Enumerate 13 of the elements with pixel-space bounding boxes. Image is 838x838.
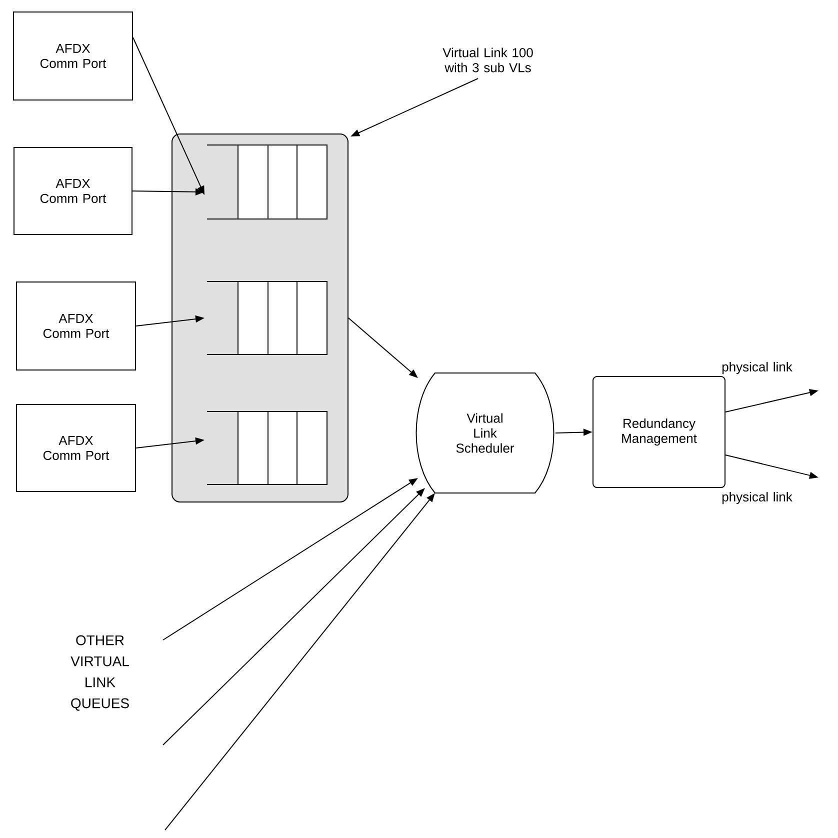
management-box: Redundancy Management [592, 376, 726, 488]
callout-text: Virtual Link 100 with 3 sub VLs [442, 48, 533, 72]
port-box: AFDX Comm Port [16, 404, 136, 492]
note-text: OTHER VIRTUAL LINK QUEUES [70, 635, 129, 711]
port-box: AFDX Comm Port [13, 12, 133, 100]
arrow [162, 488, 425, 746]
output-label: physical link [722, 492, 792, 504]
queue-drawing [206, 411, 328, 485]
queue-drawing [206, 281, 328, 355]
output-label: physical link [722, 362, 792, 374]
port-box: AFDX Comm Port [14, 147, 132, 235]
queue-drawing [206, 144, 328, 220]
port-box: AFDX Comm Port [16, 282, 136, 370]
